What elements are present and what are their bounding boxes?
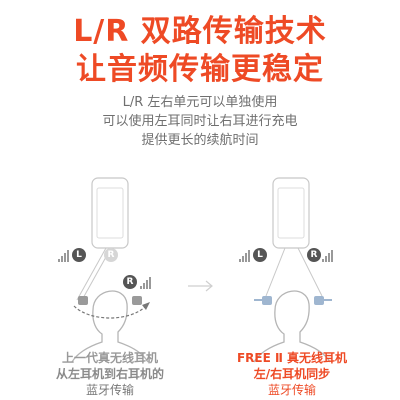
signal-bars-icon [58, 250, 69, 262]
right-caption-line-3: 蓝牙传输 [267, 383, 316, 397]
signal-bars-icon [322, 250, 333, 262]
right-caption-title: FREE Ⅱ 真无线耳机 [236, 351, 348, 365]
left-earbud-icon [254, 296, 272, 305]
right-caption-line-2: 左/右耳机同步 [253, 367, 331, 381]
headline-line-1: L/R 双路传输技术 [73, 14, 327, 49]
left-caption-line-3: 蓝牙传输 [85, 383, 134, 397]
right-badge: R [104, 248, 118, 262]
subtitle-line-2: 可以使用左耳同时让右耳进行充电 [102, 114, 298, 129]
right-earbud-icon [314, 296, 332, 305]
subtitle-line-3: 提供更长的续航时间 [141, 133, 259, 148]
right-panel-graphic [239, 177, 333, 363]
ear-to-ear-arrow [73, 305, 147, 319]
phone-icon [91, 177, 129, 249]
left-earbud-icon [78, 296, 88, 305]
phone-icon [272, 177, 310, 249]
left-badge: L [253, 248, 267, 262]
signal-bars-icon [239, 250, 250, 262]
left-badge: L [72, 248, 86, 262]
left-panel-graphic [58, 177, 151, 363]
arrow-right-icon [188, 280, 213, 292]
head-outline [253, 290, 331, 363]
head-outline [71, 290, 149, 363]
headline-line-2: 让音频传输更稳定 [76, 52, 324, 87]
right-badge: R [123, 275, 137, 289]
left-caption-title: 上一代真无线耳机 [61, 351, 158, 365]
subtitle-line-1: L/R 左右单元可以单独使用 [122, 95, 278, 110]
signal-bars-icon [140, 277, 151, 289]
transmission-line [265, 247, 323, 297]
right-earbud-icon [132, 296, 142, 305]
left-caption-line-2: 从左耳机到右耳机的 [55, 367, 164, 381]
right-badge: R [307, 248, 321, 262]
